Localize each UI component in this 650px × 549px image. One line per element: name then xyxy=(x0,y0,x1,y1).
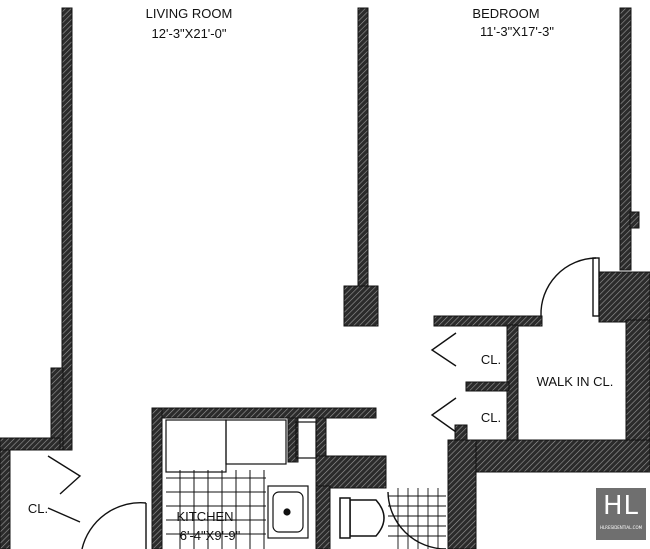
kitchen-dims: 6'-4"X9'-9" xyxy=(180,528,241,543)
wall-right-column xyxy=(625,319,650,443)
bedroom-name: BEDROOM xyxy=(472,6,539,21)
wall-closet-bottom xyxy=(454,439,650,473)
wall-partition-end xyxy=(343,285,379,327)
wall-closet-mid-shelf xyxy=(465,381,510,392)
wall-bedroom-right xyxy=(619,7,632,271)
watermark-logo: HL xyxy=(602,491,640,521)
walk-in-closet-label: WALK IN CL. xyxy=(537,374,614,389)
wall-kitchen-stub2 xyxy=(315,417,327,463)
wall-bedroom-right-notch xyxy=(629,211,640,229)
sink-cabinet xyxy=(267,485,309,539)
wall-bath-left xyxy=(315,485,331,549)
closet-2-bifold xyxy=(430,397,457,433)
doors xyxy=(47,257,600,549)
refrigerator xyxy=(165,419,227,473)
watermark-badge: HL HLRESIDENTIAL.COM xyxy=(596,488,646,540)
closet-1-bifold xyxy=(430,332,457,367)
kitchen-counter xyxy=(295,421,317,459)
wall-entry-left xyxy=(0,449,11,549)
bath-door-swing xyxy=(387,491,447,549)
walls xyxy=(0,7,650,549)
bath-tile-floor xyxy=(388,488,446,549)
wall-bath-right xyxy=(447,439,477,549)
kitchen-name: KITCHEN xyxy=(176,509,233,524)
closet-2-label: CL. xyxy=(481,410,501,425)
wall-partition xyxy=(357,7,369,289)
bedroom-closet-door-swing xyxy=(540,257,597,317)
entry-closet-bifold-2 xyxy=(47,507,81,523)
wall-kitchen-stub xyxy=(287,417,299,463)
sink-basin xyxy=(272,491,304,533)
entry-closet-label: CL. xyxy=(28,501,48,516)
closet-1-label: CL. xyxy=(481,352,501,367)
living-room-dims: 12'-3"X21'-0" xyxy=(152,26,227,41)
wall-right-lower xyxy=(598,271,650,323)
wall-entry-top xyxy=(0,437,61,451)
range xyxy=(225,419,287,465)
room-labels: LIVING ROOM 12'-3"X21'-0" BEDROOM 11'-3"… xyxy=(28,6,614,543)
wall-bath-top xyxy=(315,455,387,489)
wall-living-left xyxy=(61,7,73,451)
living-room-name: LIVING ROOM xyxy=(146,6,233,21)
entry-door-swing xyxy=(81,502,147,549)
entry-closet-bifold xyxy=(47,455,82,495)
bedroom-dims: 11'-3"X17'-3" xyxy=(480,24,554,39)
sink-drain xyxy=(283,508,291,516)
kitchen-fixtures xyxy=(165,419,317,539)
wall-kitchen-top xyxy=(151,407,377,419)
watermark-url: HLRESIDENTIAL.COM xyxy=(599,525,643,530)
kitchen-tile-floor xyxy=(166,470,266,549)
wall-kitchen-left xyxy=(151,407,163,549)
toilet-tank xyxy=(339,497,351,539)
bedroom-closet-door-leaf xyxy=(592,257,600,317)
bath-fixtures xyxy=(339,497,385,539)
wall-closet-top xyxy=(433,315,543,327)
toilet xyxy=(349,499,385,537)
